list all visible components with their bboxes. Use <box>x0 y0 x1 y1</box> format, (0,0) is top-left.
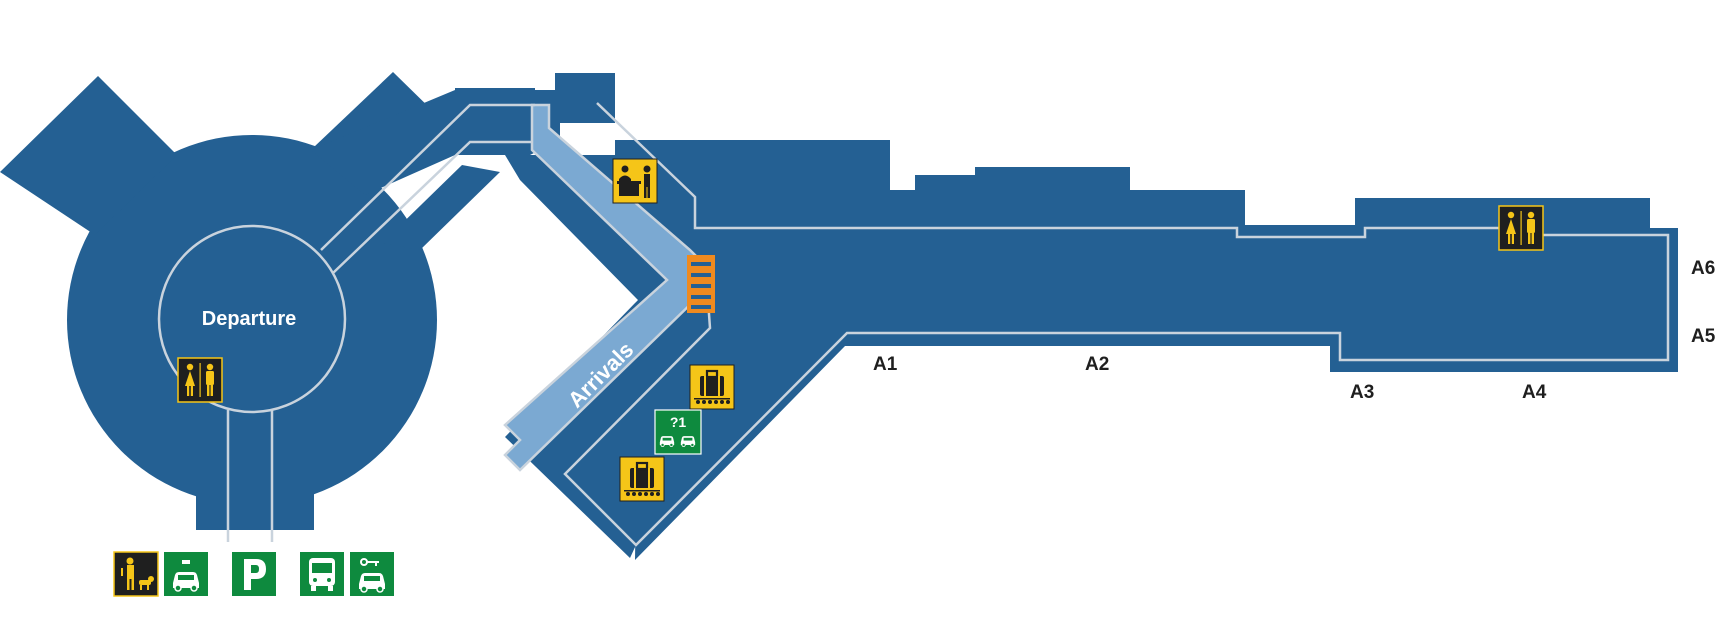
baggage-claim-icon[interactable] <box>618 455 666 503</box>
gate-labels: A1 A2 A3 A4 A5 A6 <box>873 258 1716 403</box>
walkway-outlines <box>157 102 1670 547</box>
gate-a2: A2 <box>1085 354 1109 375</box>
information-desk-icon[interactable] <box>612 158 658 204</box>
escalator-icon <box>687 255 715 313</box>
gate-a3: A3 <box>1350 382 1374 403</box>
restroom-icon[interactable] <box>1498 205 1544 251</box>
arrivals-zone <box>503 103 707 472</box>
gate-a1: A1 <box>873 354 898 375</box>
baggage-claim-icon[interactable] <box>688 363 736 411</box>
svg-text:?1: ?1 <box>670 414 687 430</box>
bus-icon[interactable] <box>300 552 344 596</box>
departure-label: Departure <box>202 308 296 330</box>
restroom-icon[interactable] <box>177 357 223 403</box>
taxi-icon[interactable] <box>164 552 208 596</box>
pet-relief-icon[interactable] <box>113 551 159 597</box>
parking-icon[interactable] <box>232 552 276 596</box>
gate-a5: A5 <box>1691 326 1716 347</box>
car-rental-info-icon[interactable]: ?1 <box>654 409 702 455</box>
gate-a6: A6 <box>1691 258 1715 279</box>
car-rental-icon[interactable] <box>350 552 394 596</box>
gate-a4: A4 <box>1522 382 1547 403</box>
